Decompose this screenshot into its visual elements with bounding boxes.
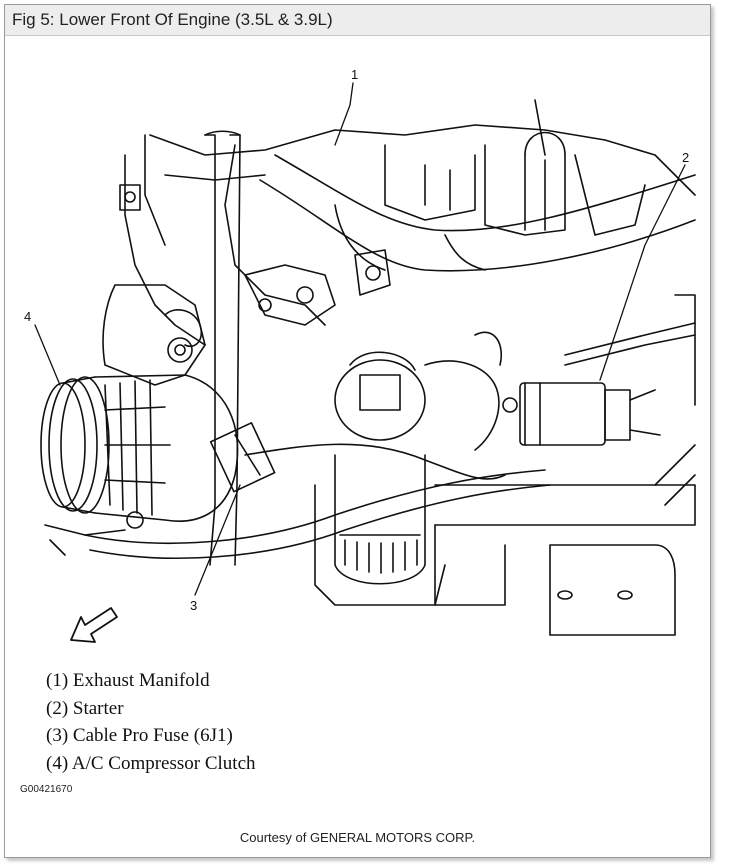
legend-item-1: (1) Exhaust Manifold <box>46 670 210 691</box>
bracket-left <box>102 249 391 386</box>
callout-number-1: 1 <box>351 67 358 82</box>
legend-item-4: (4) A/C Compressor Clutch <box>46 752 256 774</box>
engine-block-outline <box>119 99 696 346</box>
ac-compressor-shape <box>40 374 239 556</box>
engine-line-drawing: 1 2 3 4 <box>24 67 696 643</box>
callout-legend: (1) Exhaust Manifold (2) Starter (3) Cab… <box>46 667 256 777</box>
figure-frame: Fig 5: Lower Front Of Engine (3.5L & 3.9… <box>4 4 711 858</box>
legend-item-2: (2) Starter <box>46 697 124 719</box>
frame-bracket-shape <box>434 294 696 636</box>
exhaust-manifold-shape <box>259 154 696 272</box>
hoses-shape <box>84 331 551 559</box>
leader-lines <box>34 82 686 596</box>
starter-shape <box>502 322 696 446</box>
oil-filter-shape <box>314 351 446 606</box>
callout-number-3: 3 <box>190 598 197 613</box>
courtesy-credit: Courtesy of GENERAL MOTORS CORP. <box>239 830 476 845</box>
figure-id: G00421670 <box>20 784 73 795</box>
figure-title: Fig 5: Lower Front Of Engine (3.5L & 3.9… <box>12 10 333 29</box>
title-bar: Fig 5: Lower Front Of Engine (3.5L & 3.9… <box>5 5 710 36</box>
callout-number-2: 2 <box>682 150 689 165</box>
vertical-tube-shape <box>204 130 241 566</box>
legend-item-3: (3) Cable Pro Fuse (6J1) <box>46 725 233 746</box>
front-direction-arrow-icon <box>70 607 118 643</box>
callout-number-4: 4 <box>24 309 31 324</box>
